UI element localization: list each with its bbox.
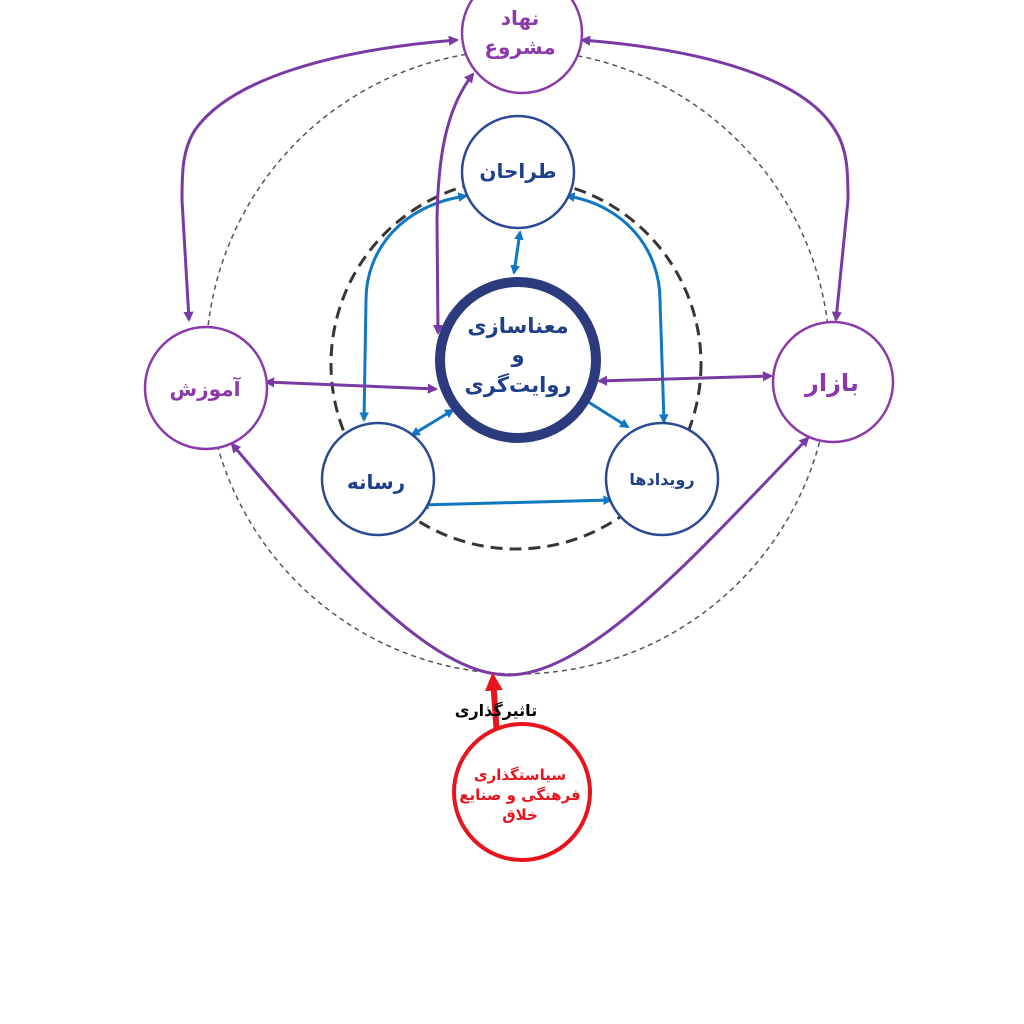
center-node: معناسازی و روایت‌گری bbox=[435, 277, 601, 443]
policy-label-line-1: سیاستگذاری bbox=[474, 766, 566, 784]
institution-node: نهاد مشروع bbox=[460, 0, 584, 95]
center-label-line-1: معناسازی bbox=[467, 314, 568, 338]
influence-label: تاثیرگذاری bbox=[455, 701, 537, 720]
institution-label-line-2: مشروع bbox=[484, 35, 555, 59]
events-label: رویدادها bbox=[629, 470, 694, 489]
policy-label-line-2: فرهنگی و صنایع bbox=[459, 786, 580, 804]
center-label-line-2: و bbox=[510, 343, 524, 367]
arrow-education-center bbox=[263, 377, 439, 394]
arrow-policy-influence bbox=[484, 672, 503, 737]
market-label: بازار bbox=[804, 369, 859, 397]
outer-arrows bbox=[180, 35, 850, 677]
arrow-institution-market bbox=[579, 35, 850, 323]
institution-label-line-1: نهاد bbox=[501, 6, 540, 30]
arrow-education-market-bottom bbox=[230, 436, 810, 677]
events-node: رویدادها bbox=[604, 421, 720, 537]
arrow-designers-center bbox=[510, 230, 524, 275]
arrow-media-events bbox=[419, 495, 613, 510]
policy-node: سیاستگذاری فرهنگی و صنایع خلاق bbox=[452, 722, 592, 862]
inner-dashed-orbit bbox=[329, 177, 703, 551]
market-node: بازار bbox=[771, 320, 895, 444]
designers-node: طراحان bbox=[460, 114, 576, 230]
media-node: رسانه bbox=[320, 421, 436, 537]
arrow-market-center bbox=[596, 371, 774, 386]
media-label: رسانه bbox=[347, 470, 405, 494]
education-label: آموزش bbox=[170, 376, 242, 401]
designers-label: طراحان bbox=[479, 159, 556, 183]
center-label-line-3: روایت‌گری bbox=[465, 372, 572, 397]
arrow-institution-center bbox=[432, 72, 475, 336]
arrow-center-media bbox=[410, 408, 455, 437]
education-node: آموزش bbox=[143, 325, 269, 451]
policy-label-line-3: خلاق bbox=[502, 806, 538, 824]
arrow-center-events bbox=[580, 396, 630, 429]
arrow-institution-education bbox=[180, 35, 460, 323]
